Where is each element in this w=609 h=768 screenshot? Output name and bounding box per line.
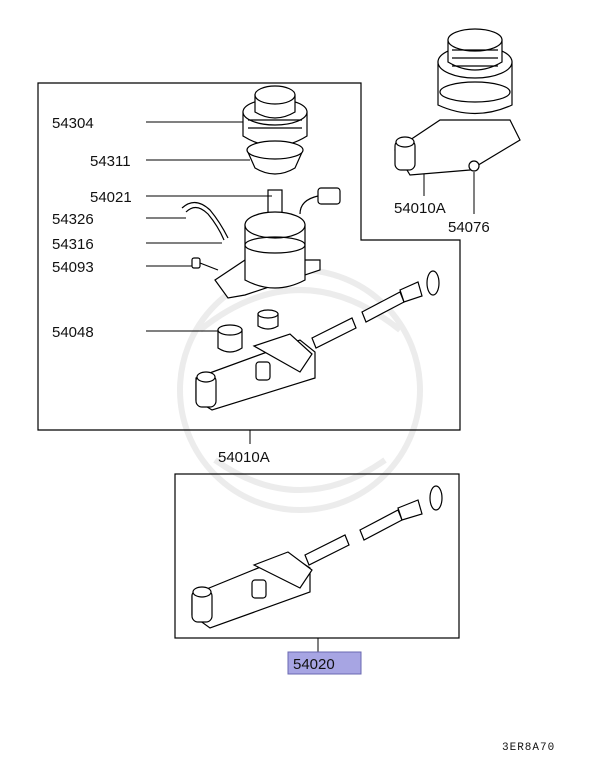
kit-highlight-box[interactable] xyxy=(287,651,362,675)
label-54021: 54021 xyxy=(90,189,132,206)
label-54326: 54326 xyxy=(52,211,94,228)
label-54048: 54048 xyxy=(52,324,94,341)
level-sensor-drawing xyxy=(267,187,341,215)
label-54316: 54316 xyxy=(52,236,94,253)
label-54020[interactable]: 54020 xyxy=(293,656,335,673)
upper-frame xyxy=(37,82,461,431)
leader-lines xyxy=(146,121,475,652)
label-54311: 54311 xyxy=(90,153,131,170)
label-54010a-main: 54010A xyxy=(218,449,270,466)
label-54010a-alt: 54010A xyxy=(394,200,446,217)
lower-frame xyxy=(174,473,460,639)
label-54304: 54304 xyxy=(52,115,94,132)
reservoir-drawing xyxy=(214,211,321,299)
diagram-code: 3ER8A70 xyxy=(502,742,555,754)
bolt-drawing xyxy=(191,257,219,271)
piston-kit-upper-drawing xyxy=(311,270,440,349)
hose-drawing xyxy=(181,201,229,241)
label-54076: 54076 xyxy=(448,219,490,236)
label-54093: 54093 xyxy=(52,259,94,276)
cylinder-body-drawing xyxy=(195,333,316,411)
repair-kit-drawing xyxy=(191,485,443,629)
grommets-drawing xyxy=(217,309,279,353)
reservoir-cap-drawing xyxy=(242,85,308,147)
strainer-drawing xyxy=(246,140,304,175)
alt-master-cylinder-drawing xyxy=(394,28,521,176)
